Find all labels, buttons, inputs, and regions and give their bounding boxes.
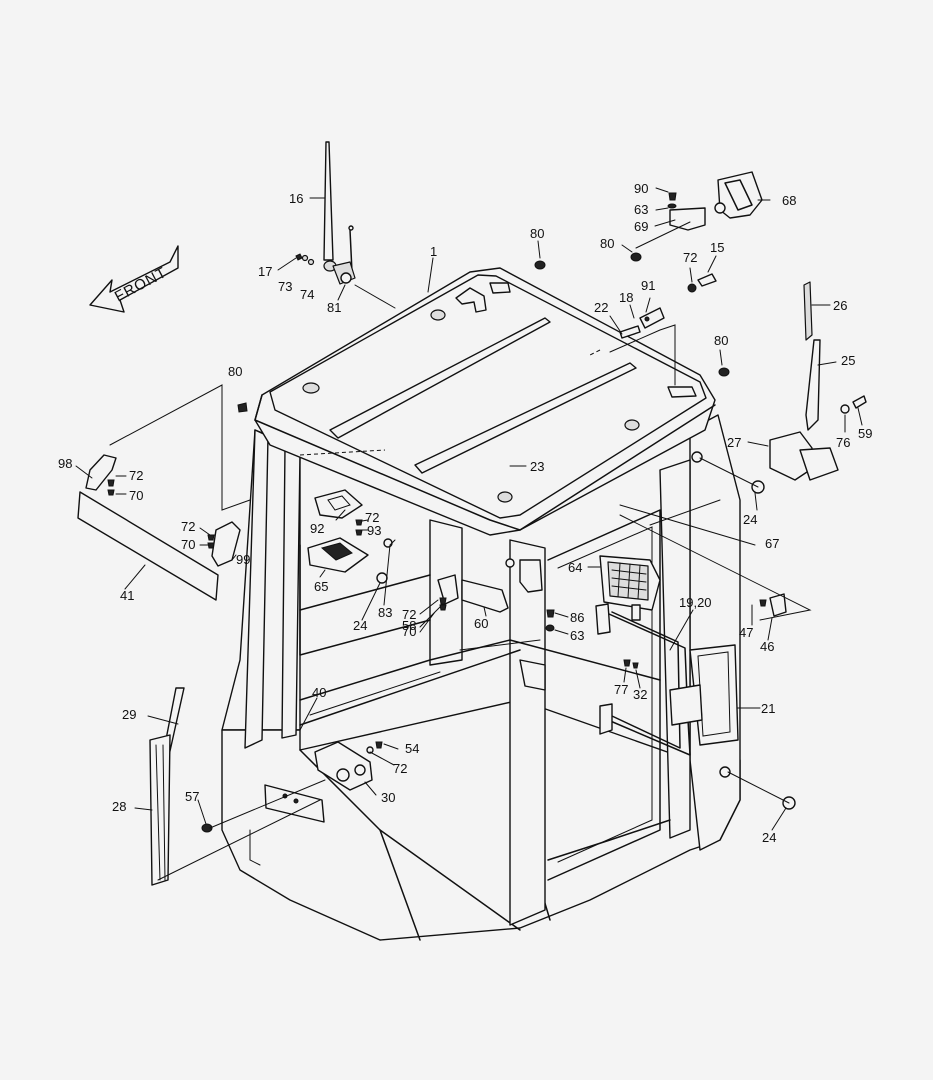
callout-labels: 16 1 80 90 63 69 68 80 72 15 17 73 74 81… bbox=[58, 181, 872, 845]
callout-17: 17 bbox=[258, 264, 272, 279]
mirror-mount-brackets bbox=[519, 559, 787, 691]
interior-mirror bbox=[437, 574, 509, 613]
callout-72: 72 bbox=[402, 607, 416, 622]
callout-70: 70 bbox=[402, 624, 416, 639]
callout-93: 93 bbox=[367, 523, 381, 538]
callout-19-20: 19,20 bbox=[679, 595, 712, 610]
blanking-plugs bbox=[383, 538, 796, 810]
callout-28: 28 bbox=[112, 799, 126, 814]
callout-60: 60 bbox=[474, 616, 488, 631]
callout-70: 70 bbox=[129, 488, 143, 503]
front-arrow-label: FRONT bbox=[112, 264, 170, 306]
callout-24: 24 bbox=[353, 618, 367, 633]
callout-26: 26 bbox=[833, 298, 847, 313]
callout-57: 57 bbox=[185, 789, 199, 804]
callout-91: 91 bbox=[641, 278, 655, 293]
callout-72: 72 bbox=[129, 468, 143, 483]
callout-73: 73 bbox=[278, 279, 292, 294]
cab-roof bbox=[254, 267, 716, 536]
callout-64: 64 bbox=[568, 560, 582, 575]
callout-77: 77 bbox=[614, 682, 628, 697]
callout-70: 70 bbox=[181, 537, 195, 552]
side-mirror-assembly bbox=[545, 603, 739, 756]
callout-25: 25 bbox=[841, 353, 855, 368]
front-wiper-assembly bbox=[149, 687, 213, 886]
callout-80: 80 bbox=[600, 236, 614, 251]
rear-work-light bbox=[667, 171, 763, 231]
cab-work-light bbox=[599, 555, 661, 621]
callout-76: 76 bbox=[836, 435, 850, 450]
callout-40: 40 bbox=[312, 685, 326, 700]
callout-86: 86 bbox=[570, 610, 584, 625]
leader-lines bbox=[75, 187, 863, 881]
antenna-assembly bbox=[295, 141, 356, 285]
callout-81: 81 bbox=[327, 300, 341, 315]
front-wiper-motor bbox=[264, 741, 383, 823]
callout-29: 29 bbox=[122, 707, 136, 722]
callout-23: 23 bbox=[530, 459, 544, 474]
callout-24: 24 bbox=[762, 830, 776, 845]
callout-30: 30 bbox=[381, 790, 395, 805]
callout-58: 58 bbox=[402, 618, 416, 633]
rear-wiper-assembly bbox=[691, 281, 867, 494]
callout-80: 80 bbox=[530, 226, 544, 241]
roof-hardware bbox=[237, 252, 730, 413]
callout-32: 32 bbox=[633, 687, 647, 702]
front-direction-arrow: FRONT bbox=[89, 245, 179, 313]
callout-80: 80 bbox=[228, 364, 242, 379]
callout-63: 63 bbox=[634, 202, 648, 217]
callout-72: 72 bbox=[393, 761, 407, 776]
callout-74: 74 bbox=[300, 287, 314, 302]
callout-54: 54 bbox=[405, 741, 419, 756]
callout-99: 99 bbox=[236, 552, 250, 567]
callout-98: 98 bbox=[58, 456, 72, 471]
callout-63: 63 bbox=[570, 628, 584, 643]
callout-92: 92 bbox=[310, 521, 324, 536]
callout-83: 83 bbox=[378, 605, 392, 620]
sun-visor bbox=[77, 384, 251, 601]
callout-72: 72 bbox=[181, 519, 195, 534]
callout-59: 59 bbox=[858, 426, 872, 441]
callout-41: 41 bbox=[120, 588, 134, 603]
callout-46: 46 bbox=[760, 639, 774, 654]
callout-72: 72 bbox=[365, 510, 379, 525]
callout-69: 69 bbox=[634, 219, 648, 234]
callout-24: 24 bbox=[743, 512, 757, 527]
callout-22: 22 bbox=[594, 300, 608, 315]
interior-lights bbox=[307, 489, 388, 584]
callout-18: 18 bbox=[619, 290, 633, 305]
callout-27: 27 bbox=[727, 435, 741, 450]
callout-72: 72 bbox=[683, 250, 697, 265]
callout-16: 16 bbox=[289, 191, 303, 206]
callout-90: 90 bbox=[634, 181, 648, 196]
callout-15: 15 bbox=[710, 240, 724, 255]
callout-67: 67 bbox=[765, 536, 779, 551]
callout-80: 80 bbox=[714, 333, 728, 348]
callout-1: 1 bbox=[430, 244, 437, 259]
callout-65: 65 bbox=[314, 579, 328, 594]
callout-68: 68 bbox=[782, 193, 796, 208]
callout-47: 47 bbox=[739, 625, 753, 640]
callout-21: 21 bbox=[761, 701, 775, 716]
